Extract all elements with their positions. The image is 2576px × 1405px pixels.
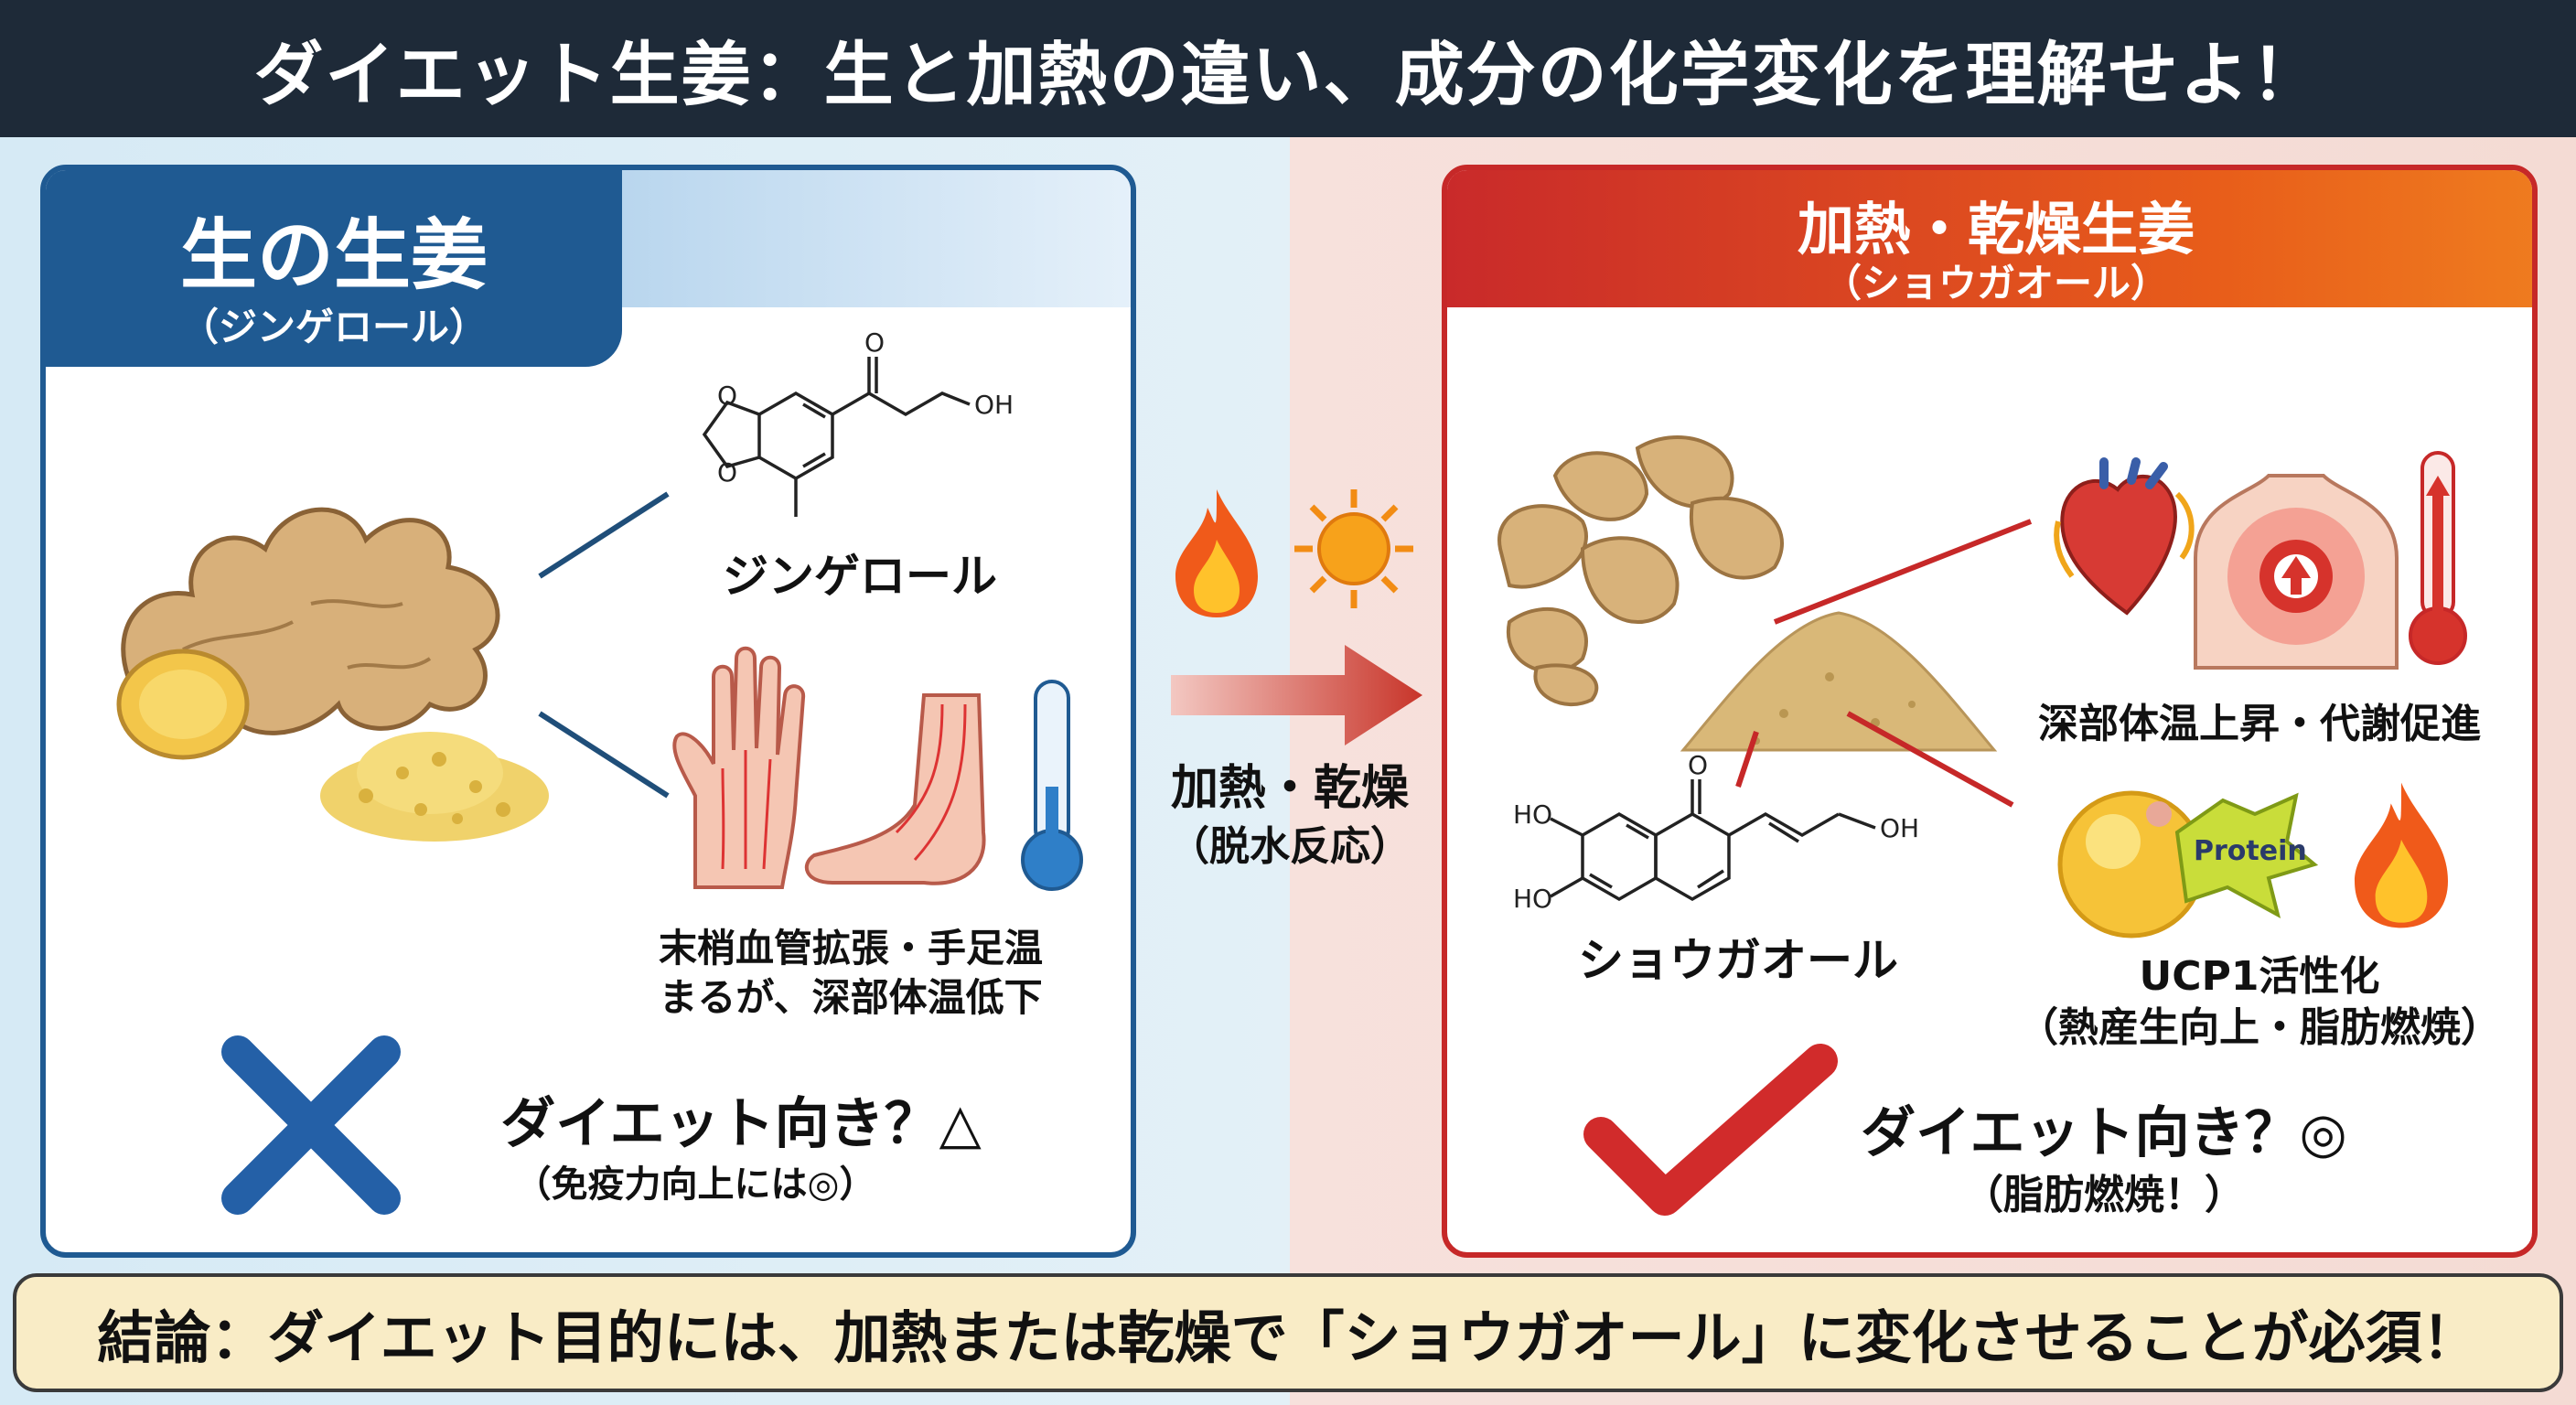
connector-lines-right [1735, 519, 2033, 808]
panel-header-fade [622, 170, 1131, 307]
gingerol-molecule: O O O OH [702, 327, 1014, 517]
heart-icon [2054, 457, 2195, 616]
raw-effect-line1: 末梢血管拡張・手足温 [658, 926, 1043, 971]
heated-verdict: ダイエット向き？◎ [1861, 1101, 2347, 1165]
heated-effect2-line1: UCP1活性化 [2139, 953, 2380, 1000]
grated-ginger-icon [320, 732, 549, 842]
svg-text:O: O [864, 327, 885, 358]
shogaol-oh-label: OH [1880, 813, 1919, 843]
shogaol-label: ショウガオール [1578, 934, 1898, 987]
svg-text:O: O [717, 381, 737, 411]
process-text: 加熱・乾燥 （脱水反応） [1143, 759, 1436, 876]
raw-ginger-header: 生の生姜 （ジンゲロール） [46, 170, 622, 367]
raw-ginger-title: 生の生姜 [179, 210, 488, 300]
raw-effect-text: 末梢血管拡張・手足温 まるが、深部体温低下 [613, 924, 1089, 1023]
raw-ginger-subtitle: （ジンゲロール） [179, 305, 488, 349]
hand-icon [672, 646, 806, 889]
title-bar: ダイエット生姜：生と加熱の違い、成分の化学変化を理解せよ！ [0, 0, 2576, 137]
heated-effect2-line2: （熱産生向上・脂肪燃焼） [2018, 1004, 2501, 1051]
sun-icon [1294, 489, 1413, 608]
dried-ginger-icon [1497, 435, 1784, 706]
conclusion-banner: 結論：ダイエット目的には、加熱または乾燥で「ショウガオール」に変化させることが必… [13, 1273, 2563, 1392]
heated-ginger-title: 加熱・乾燥生姜 [1797, 196, 2195, 263]
gingerol-label: ジンゲロール [723, 550, 997, 603]
cross-mark-icon [221, 1035, 401, 1215]
shogaol-ho1-label: HO [1513, 799, 1552, 830]
shogaol-o-label: O [1688, 750, 1708, 780]
ginger-root-icon [116, 507, 500, 760]
fat-cell-icon: Protein [2057, 790, 2319, 938]
foot-icon [804, 693, 986, 885]
raw-effect-line2: まるが、深部体温低下 [659, 975, 1043, 1020]
gingerol-oh-label: OH [974, 390, 1014, 420]
check-mark-icon [1583, 1044, 1838, 1216]
heated-effect2: UCP1活性化 （熱産生向上・脂肪燃焼） [1994, 951, 2525, 1054]
page-title: ダイエット生姜：生と加熱の違い、成分の化学変化を理解せよ！ [253, 34, 2323, 115]
connector-lines-left [538, 491, 670, 799]
heated-verdict-note: （脂肪燃焼！） [1963, 1172, 2245, 1218]
process-line2: （脱水反応） [1169, 823, 1411, 870]
conclusion-text: 結論：ダイエット目的には、加熱または乾燥で「ショウガオール」に変化させることが必… [97, 1304, 2479, 1371]
heated-ginger-subtitle: （ショウガオール） [1822, 261, 2169, 306]
raw-verdict-note: （免疫力向上には◎） [514, 1164, 876, 1206]
thermometer-hot-icon [2409, 451, 2467, 665]
thermometer-cold-icon [1021, 680, 1083, 891]
flame-icon [2355, 782, 2448, 928]
heated-ginger-header: 加熱・乾燥生姜 （ショウガオール） [1447, 170, 2532, 307]
svg-text:O: O [717, 457, 737, 488]
process-line1: 加熱・乾燥 [1170, 761, 1409, 816]
shogaol-ho2-label: HO [1513, 884, 1552, 914]
protein-badge: Protein [2194, 835, 2307, 867]
raw-verdict: ダイエット向き？△ [500, 1092, 982, 1156]
fire-icon [1175, 489, 1258, 617]
heated-ginger-panel: 加熱・乾燥生姜 （ショウガオール） [1442, 165, 2538, 1258]
ginger-powder-icon [1680, 611, 1998, 752]
body-warm-icon [2194, 474, 2399, 670]
arrow-right-icon [1171, 645, 1422, 745]
heated-effect1: 深部体温上昇・代謝促進 [2038, 701, 2481, 747]
shogaol-molecule: O HO HO OH [1513, 750, 1919, 914]
